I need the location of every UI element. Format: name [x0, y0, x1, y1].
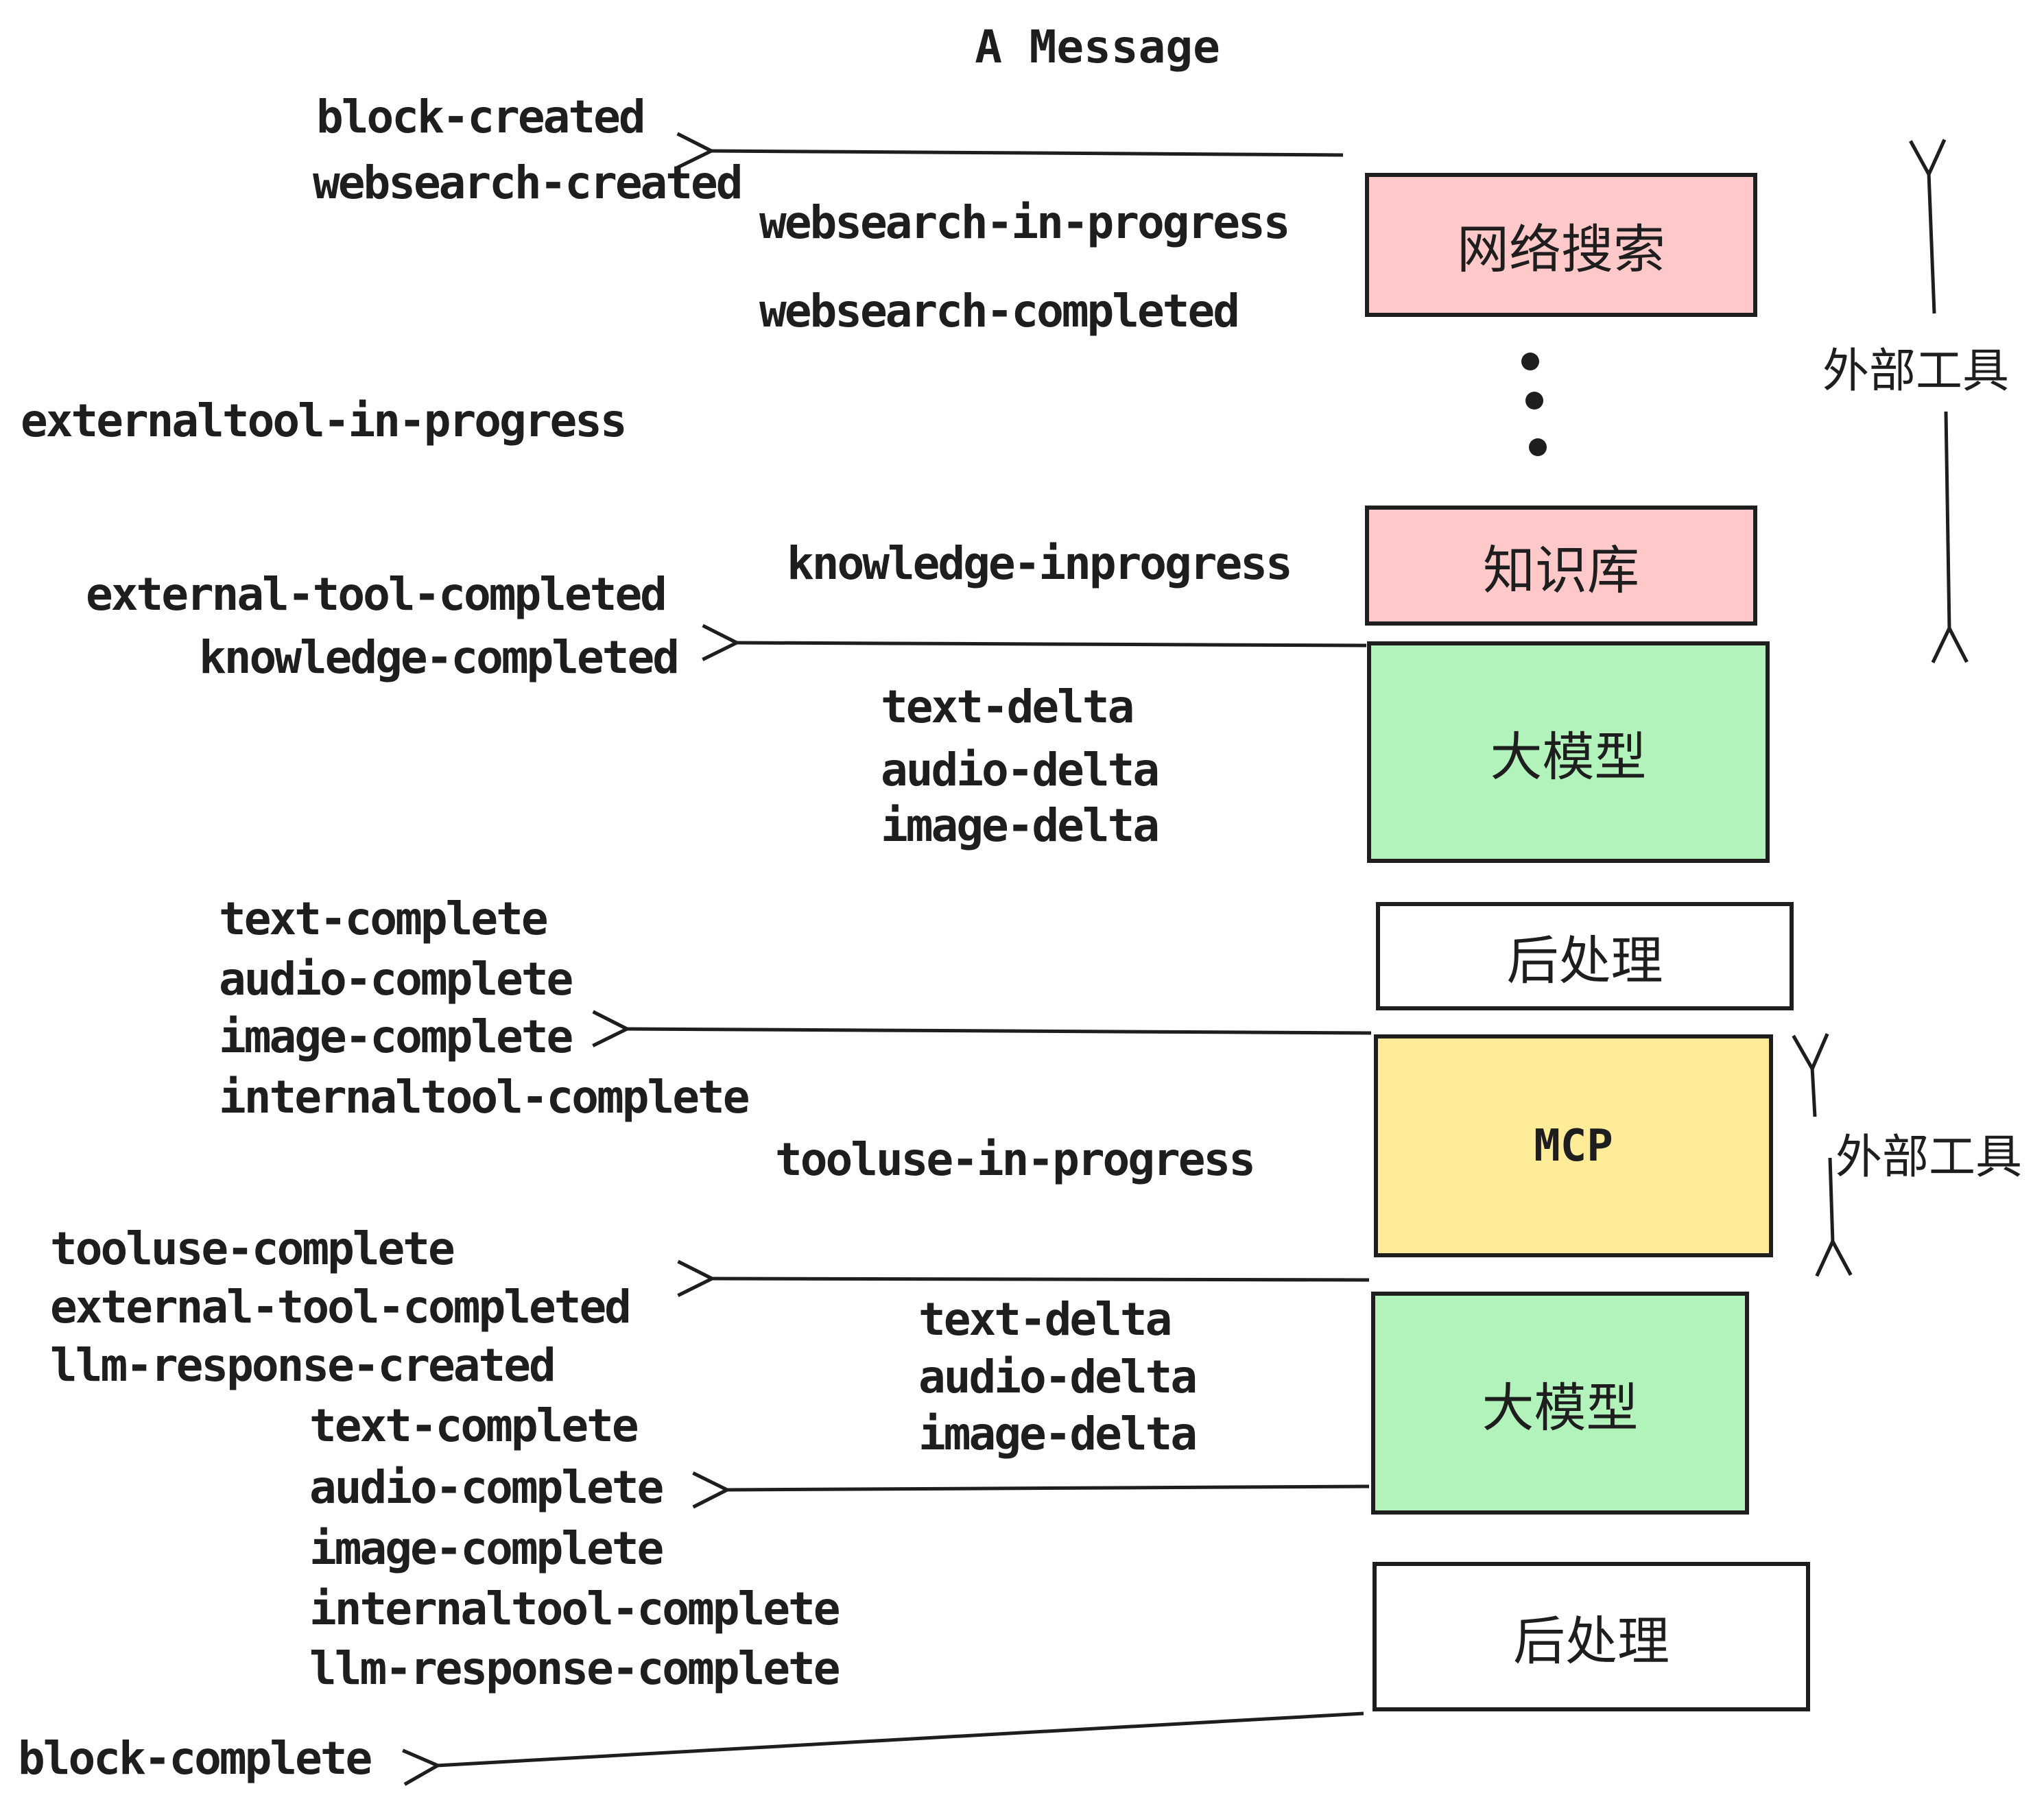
event-knowledge-inprogress: knowledge-inprogress — [787, 537, 1293, 590]
event-internaltool-complete-2: internaltool-complete — [309, 1582, 840, 1635]
event-block-created: block-created — [316, 91, 646, 143]
annotation-external-tools-top: 外部工具 — [1822, 345, 2010, 397]
arrow-external-tools-down-2 — [1815, 1157, 1853, 1277]
box-llm-1-label: 大模型 — [1490, 728, 1647, 787]
event-tooluse-complete: tooluse-complete — [50, 1222, 455, 1275]
arrow-external-tools-up-2 — [1792, 1033, 1829, 1117]
event-tooluse-in-progress: tooluse-in-progress — [775, 1133, 1256, 1186]
event-image-delta-1: image-delta — [881, 799, 1160, 852]
event-external-tool-completed-2: external-tool-completed — [50, 1281, 632, 1333]
box-llm-1: 大模型 — [1367, 641, 1770, 863]
event-audio-delta-1: audio-delta — [881, 744, 1160, 796]
arrow-tooluse-complete — [677, 1259, 1370, 1298]
box-knowledge-label: 知识库 — [1483, 541, 1639, 600]
arrow-image-complete — [592, 1010, 1372, 1047]
box-llm-2: 大模型 — [1371, 1292, 1749, 1515]
event-knowledge-completed: knowledge-completed — [199, 631, 680, 684]
arrow-audio-complete — [692, 1471, 1370, 1509]
event-internaltool-complete-1: internaltool-complete — [219, 1071, 750, 1124]
event-image-complete-1: image-complete — [219, 1010, 573, 1063]
event-websearch-created: websearch-created — [313, 156, 744, 209]
arrow-knowledge-completed — [702, 624, 1367, 661]
box-postprocess-2: 后处理 — [1372, 1562, 1810, 1711]
box-postprocess-1-label: 后处理 — [1506, 932, 1663, 990]
event-text-complete-1: text-complete — [219, 892, 549, 945]
annotation-external-tools-bottom: 外部工具 — [1835, 1131, 2023, 1183]
event-audio-complete-2: audio-complete — [309, 1461, 664, 1514]
box-mcp: MCP — [1374, 1034, 1773, 1257]
ellipsis-dots — [1521, 353, 1547, 456]
event-externaltool-in-progress: externaltool-in-progress — [21, 394, 628, 447]
event-websearch-in-progress: websearch-in-progress — [759, 196, 1290, 249]
event-audio-complete-1: audio-complete — [219, 953, 573, 1006]
box-postprocess-2-label: 后处理 — [1513, 1613, 1669, 1671]
event-image-complete-2: image-complete — [309, 1522, 664, 1575]
event-block-complete: block-complete — [18, 1732, 372, 1785]
event-llm-response-created: llm-response-created — [50, 1339, 556, 1392]
arrow-external-tools-up-1 — [1909, 139, 1947, 314]
event-websearch-completed: websearch-completed — [759, 285, 1240, 337]
box-websearch-label: 网络搜索 — [1457, 221, 1665, 279]
event-audio-delta-2: audio-delta — [918, 1351, 1198, 1403]
arrow-block-complete — [402, 1711, 1364, 1786]
event-llm-response-complete: llm-response-complete — [309, 1642, 840, 1695]
box-llm-2-label: 大模型 — [1482, 1379, 1639, 1438]
event-external-tool-completed: external-tool-completed — [86, 568, 667, 621]
event-text-delta-1: text-delta — [881, 680, 1134, 733]
box-knowledge: 知识库 — [1365, 506, 1757, 626]
box-websearch: 网络搜索 — [1365, 173, 1757, 317]
event-text-delta-2: text-delta — [918, 1293, 1172, 1346]
event-image-delta-2: image-delta — [918, 1408, 1198, 1460]
arrow-websearch-created — [676, 132, 1344, 169]
box-mcp-label: MCP — [1534, 1120, 1613, 1172]
event-text-complete-2: text-complete — [309, 1399, 639, 1452]
box-postprocess-1: 后处理 — [1376, 902, 1794, 1010]
arrow-external-tools-down-1 — [1931, 411, 1969, 664]
diagram-title: A Message — [975, 21, 1220, 73]
